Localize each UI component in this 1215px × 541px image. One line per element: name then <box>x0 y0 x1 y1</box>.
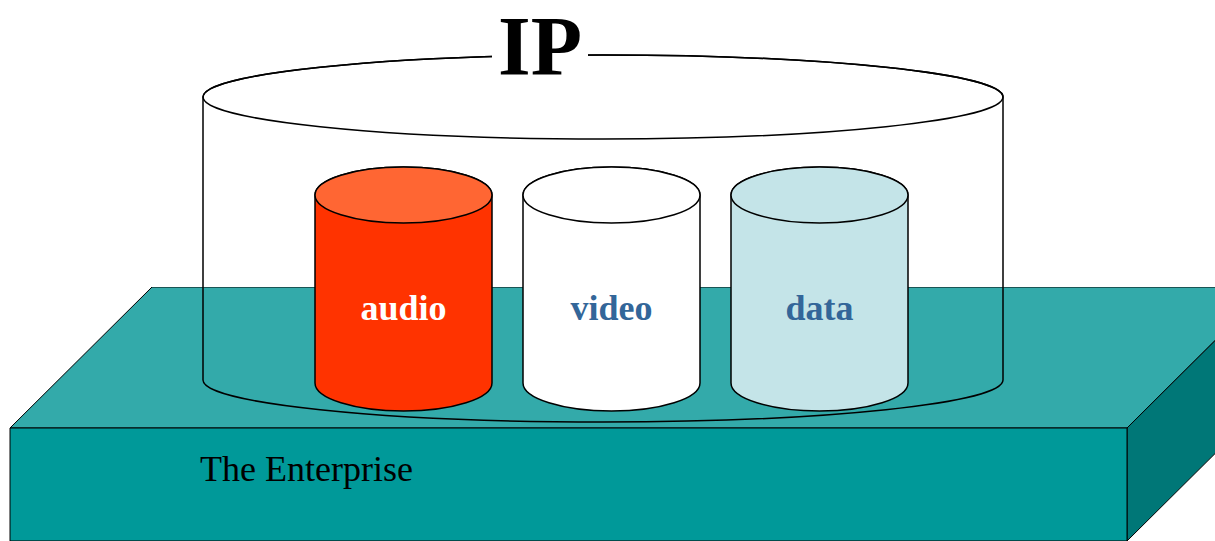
audio-cylinder: audio <box>315 167 492 411</box>
cylinder-body <box>731 167 908 411</box>
cylinder-top <box>315 167 492 223</box>
node-label: video <box>570 290 652 326</box>
cylinder-body <box>203 55 1003 422</box>
data-cylinder-outline <box>731 167 908 411</box>
node-label: audio <box>360 290 446 326</box>
slab-side <box>1127 287 1215 541</box>
slab-front <box>10 428 1127 541</box>
cylinder-body <box>523 167 700 411</box>
cylinder-top <box>731 167 908 223</box>
node-label: data <box>785 290 853 326</box>
slab-top <box>10 287 1215 428</box>
node-label: The Enterprise <box>200 451 413 487</box>
data-cylinder: data <box>731 167 908 411</box>
video-cylinder: video <box>523 167 700 411</box>
cylinder-body <box>315 167 492 411</box>
video-cylinder-outline <box>523 167 700 411</box>
cylinder-top <box>203 55 1003 139</box>
node-label: IP <box>492 5 588 89</box>
cylinder-top <box>523 167 700 223</box>
ip-cylinder: IPaudiovideodata <box>203 55 1003 422</box>
audio-cylinder-outline <box>315 167 492 411</box>
